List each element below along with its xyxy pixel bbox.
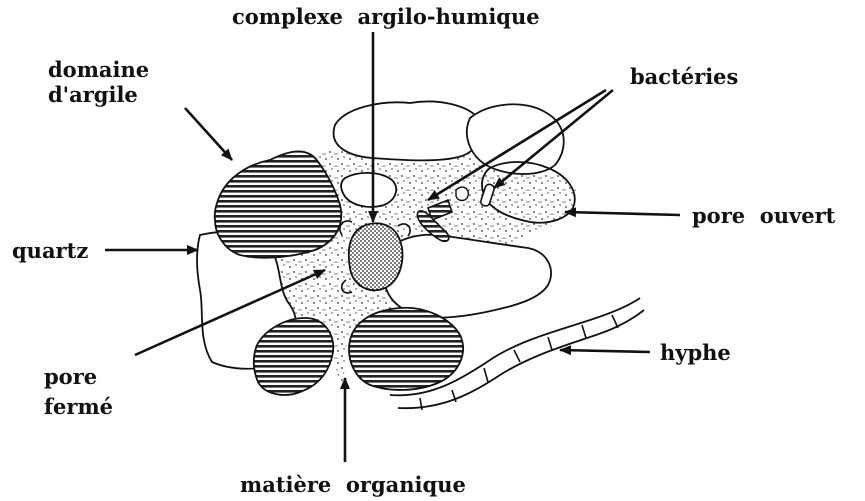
clay-humus-complex xyxy=(349,223,403,290)
arrow-hyphe xyxy=(560,350,650,352)
label-matiere-organique: matière organique xyxy=(240,472,466,497)
label-pore-ouvert: pore ouvert xyxy=(692,203,836,228)
label-pore-ferme-line1: pore xyxy=(44,364,97,389)
quartz-grain-center xyxy=(383,235,551,318)
quartz-grain-small xyxy=(341,173,396,207)
arrow-domaine xyxy=(185,108,232,160)
label-complexe-argilo-humique: complexe argilo-humique xyxy=(232,4,540,29)
bacterium-small xyxy=(456,187,468,200)
label-quartz: quartz xyxy=(12,238,88,263)
label-pore-ferme-line2: fermé xyxy=(44,394,113,419)
quartz-grain-top xyxy=(334,101,483,160)
label-domaine-line1: domaine xyxy=(48,57,149,82)
label-domaine-line2: d'argile xyxy=(48,82,138,107)
clay-domain-left xyxy=(215,151,342,257)
clay-domain-bottom-right xyxy=(349,308,463,390)
arrow-pore-ouvert xyxy=(565,212,680,215)
label-hyphe: hyphe xyxy=(660,340,731,365)
label-bacteries: bactéries xyxy=(630,64,738,89)
